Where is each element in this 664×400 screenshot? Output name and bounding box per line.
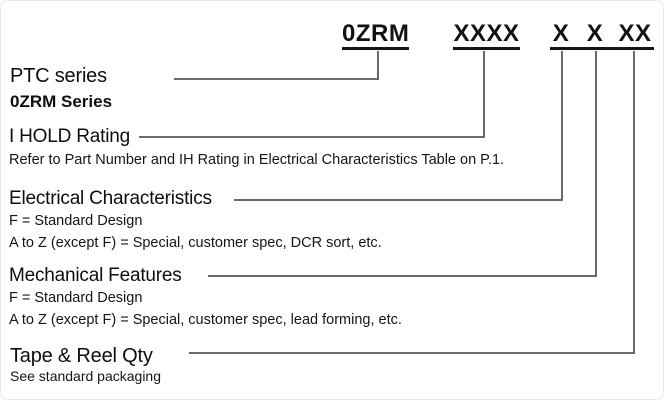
connector-tape-reel-vertical (633, 51, 635, 353)
part-number-mechanical-code: X (586, 20, 604, 47)
connector-electrical-horizontal (234, 199, 563, 201)
connector-tape-reel-horizontal (189, 352, 635, 354)
electrical-characteristics-line1: F = Standard Design (9, 213, 143, 229)
connector-mechanical-horizontal (208, 275, 597, 277)
mechanical-features-line2: A to Z (except F) = Special, customer sp… (9, 312, 402, 328)
connector-ihold-horizontal (139, 136, 485, 138)
part-number-ihold-code: XXXX (453, 20, 520, 47)
tape-reel-qty-note: See standard packaging (10, 368, 161, 384)
connector-ihold-vertical (483, 51, 485, 137)
ptc-series-subtitle: 0ZRM Series (10, 92, 113, 111)
connector-ptc-horizontal (174, 78, 379, 80)
ihold-code-underline (453, 47, 520, 50)
ihold-rating-title: I HOLD Rating (9, 126, 130, 147)
electrical-characteristics-title: Electrical Characteristics (9, 188, 212, 209)
part-number-tape-reel-code: XX (618, 20, 652, 47)
part-number-electrical-code: X (552, 20, 570, 47)
connector-electrical-vertical (561, 51, 563, 200)
connector-mechanical-vertical (595, 51, 597, 276)
tape-reel-qty-title: Tape & Reel Qty (10, 345, 153, 367)
electrical-characteristics-line2: A to Z (except F) = Special, customer sp… (9, 235, 382, 251)
mechanical-features-line1: F = Standard Design (9, 290, 143, 306)
mechanical-features-title: Mechanical Features (9, 265, 182, 286)
ptc-series-title: PTC series (10, 65, 107, 87)
suffix-codes-underline (550, 47, 654, 50)
connector-ptc-vertical (377, 51, 379, 79)
part-number-series-code: 0ZRM (342, 20, 410, 47)
ihold-rating-note: Refer to Part Number and IH Rating in El… (9, 152, 505, 168)
series-code-underline (342, 47, 409, 50)
